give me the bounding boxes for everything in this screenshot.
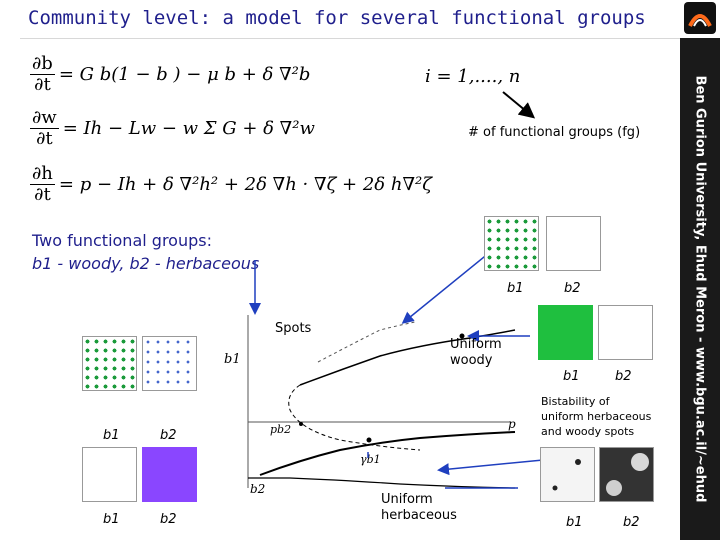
university-logo <box>684 2 716 34</box>
left-herb-b1-panel <box>82 447 137 502</box>
bistability-line3: and woody spots <box>541 425 635 438</box>
eq2-fraction: ∂w∂t <box>30 107 59 149</box>
spots-herb-panel <box>546 216 601 271</box>
eq3-fraction: ∂h∂t <box>30 163 55 205</box>
uniform-woody-label1: Uniform <box>450 337 502 352</box>
logo-mark-icon <box>688 14 712 27</box>
left-spots-herb-panel <box>142 336 197 391</box>
equation-biomass: ∂b∂t= G b(1 − b ) − μ b + δ ∇²b <box>30 54 310 95</box>
eq2-rhs: = Ih − Lw − w Σ G + δ ∇²w <box>62 118 315 139</box>
bistability-b2-panel <box>599 447 654 502</box>
slide-title: Community level: a model for several fun… <box>28 7 646 29</box>
gamma-point <box>366 437 372 443</box>
eq3-rhs: = p − Ih + δ ∇²h² + 2δ ∇h · ∇ζ + 2δ h∇²ζ <box>58 174 432 195</box>
left-spots-b2-label: b2 <box>160 428 177 443</box>
equation-water: ∂w∂t= Ih − Lw − w Σ G + δ ∇²w <box>30 108 315 149</box>
eq1-fraction: ∂b∂t <box>30 53 55 95</box>
herbaceous-branch <box>259 431 516 476</box>
uniform-woody-herb-panel <box>598 305 653 360</box>
bare-branch <box>248 477 516 489</box>
axis-p-label: p <box>508 417 516 431</box>
spots-b1-label: b1 <box>507 281 524 296</box>
bistability-b1-spots <box>552 459 581 491</box>
spots-woody-panel <box>484 216 539 271</box>
fg-arrow <box>502 91 536 119</box>
eq1-rhs: = G b(1 − b ) − μ b + δ ∇²b <box>58 64 311 85</box>
left-herb-b1-label: b1 <box>103 512 120 527</box>
top-bar <box>0 0 720 38</box>
bistability-line1: Bistability of <box>541 395 610 408</box>
uniform-herb-label1: Uniform <box>381 492 433 507</box>
left-herb-b2-label: b2 <box>160 512 177 527</box>
woody-branch <box>299 329 516 386</box>
uniform-woody-label2: woody <box>450 353 493 368</box>
bistability-b1-label: b1 <box>566 515 583 530</box>
unstable-branch <box>288 384 421 451</box>
left-herb-b2-panel <box>142 447 197 502</box>
pb2-point <box>299 422 303 426</box>
equation-surface-water: ∂h∂t= p − Ih + δ ∇²h² + 2δ ∇h · ∇ζ + 2δ … <box>30 164 432 205</box>
bistability-b2-gaps <box>606 453 649 496</box>
gamma-label: γb1 <box>360 453 381 466</box>
pb2-label: pb2 <box>270 423 291 436</box>
axis-b1-label: b1 <box>224 352 241 367</box>
index-range: i = 1,...., n <box>425 66 521 87</box>
woody-b1-label: b1 <box>563 369 580 384</box>
sidebar <box>680 38 720 540</box>
left-spots-b1-label: b1 <box>103 428 120 443</box>
two-groups-line2: b1 - woody, b2 - herbaceous <box>32 254 260 273</box>
fg-note: # of functional groups (fg) <box>468 125 641 140</box>
woody-b2-label: b2 <box>615 369 632 384</box>
axis-b2-label: b2 <box>250 482 265 496</box>
uniform-woody-panel <box>538 305 593 360</box>
spots-label: Spots <box>275 321 312 336</box>
spots-b2-label: b2 <box>564 281 581 296</box>
arrow-to-bistability <box>437 459 544 476</box>
bistability-b2-label: b2 <box>623 515 640 530</box>
bistability-line2: uniform herbaceous <box>541 410 652 423</box>
bistability-b1-panel <box>540 447 595 502</box>
uniform-woody-point <box>459 333 465 339</box>
left-spots-woody-panel <box>82 336 137 391</box>
two-groups-line1: Two functional groups: <box>32 231 212 250</box>
uniform-herb-label2: herbaceous <box>381 508 457 523</box>
spots-branch <box>317 321 416 363</box>
title-divider <box>20 38 680 39</box>
